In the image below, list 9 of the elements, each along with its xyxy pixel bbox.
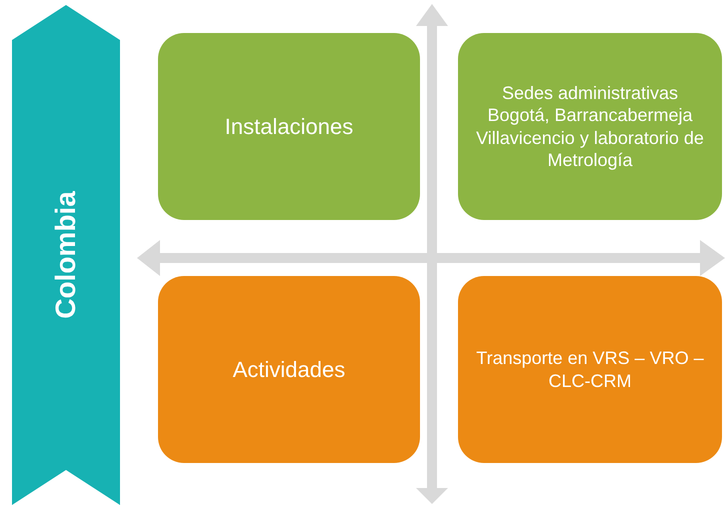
card-text: Transporte en VRS – VRO – CLC-CRM [475, 347, 705, 392]
card-text: Sedes administrativas Bogotá, Barrancabermeja Villavicencio y laboratorio de Metrología [475, 82, 705, 172]
banner-title: Colombia [50, 191, 82, 319]
card-text: Actividades [232, 356, 346, 384]
quadrant-card [158, 276, 420, 463]
quadrant-card [458, 276, 722, 463]
card-text: Instalaciones [224, 112, 354, 140]
quadrant-card [458, 33, 722, 220]
quadrant-card [158, 33, 420, 220]
